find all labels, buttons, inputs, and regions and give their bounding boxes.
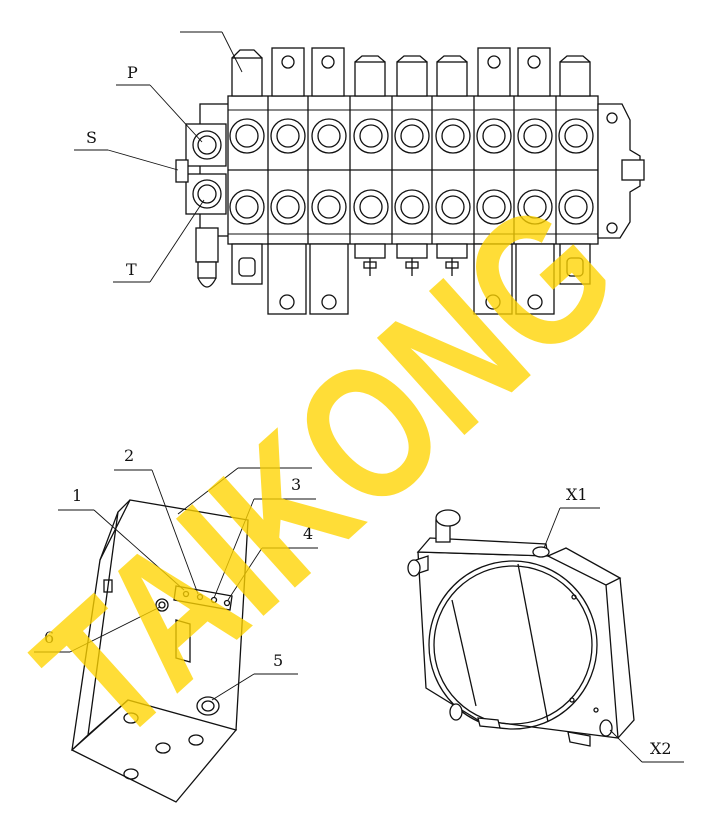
gland-5: [196, 696, 220, 716]
end-bracket: [597, 103, 641, 239]
label-3: 3: [291, 475, 301, 494]
p-port: [192, 130, 222, 160]
fan-ring: [428, 560, 598, 730]
relief-valve: [195, 227, 219, 263]
p-port-block: [185, 123, 227, 167]
label-4: 4: [303, 524, 313, 543]
label-5: 5: [273, 651, 283, 670]
electrical-box: [70, 499, 249, 803]
control-valve-assembly: [175, 47, 645, 315]
cooler-shroud: [417, 551, 619, 739]
valve-leaders: [74, 31, 243, 283]
valve-sections: [229, 96, 594, 244]
label-x2: X2: [650, 739, 672, 758]
work-port-row-a: [229, 118, 594, 154]
label-x1: X1: [566, 485, 588, 504]
port-x2: [599, 719, 613, 737]
box-leaders: [34, 467, 318, 701]
end-fitting: [621, 159, 645, 181]
terminal-strip: [173, 585, 233, 611]
label-2: 2: [124, 446, 134, 465]
cooler-leaders: [543, 507, 684, 763]
spool-caps-top: [231, 47, 591, 97]
t-port: [192, 179, 222, 209]
label-1: 1: [72, 486, 82, 505]
label-t: T: [126, 260, 137, 279]
label-6: 6: [44, 628, 54, 647]
filler-cap: [435, 509, 461, 527]
label-p: P: [127, 63, 138, 82]
work-port-row-b: [229, 189, 594, 225]
spool-ends-bottom: [231, 243, 591, 315]
port-x1: [532, 546, 550, 558]
gland-6: [155, 598, 169, 612]
side-slot: [103, 579, 113, 593]
label-s: S: [86, 128, 97, 147]
mount-clip: [175, 619, 191, 663]
oil-cooler: [407, 509, 635, 747]
s-port: [175, 159, 189, 183]
